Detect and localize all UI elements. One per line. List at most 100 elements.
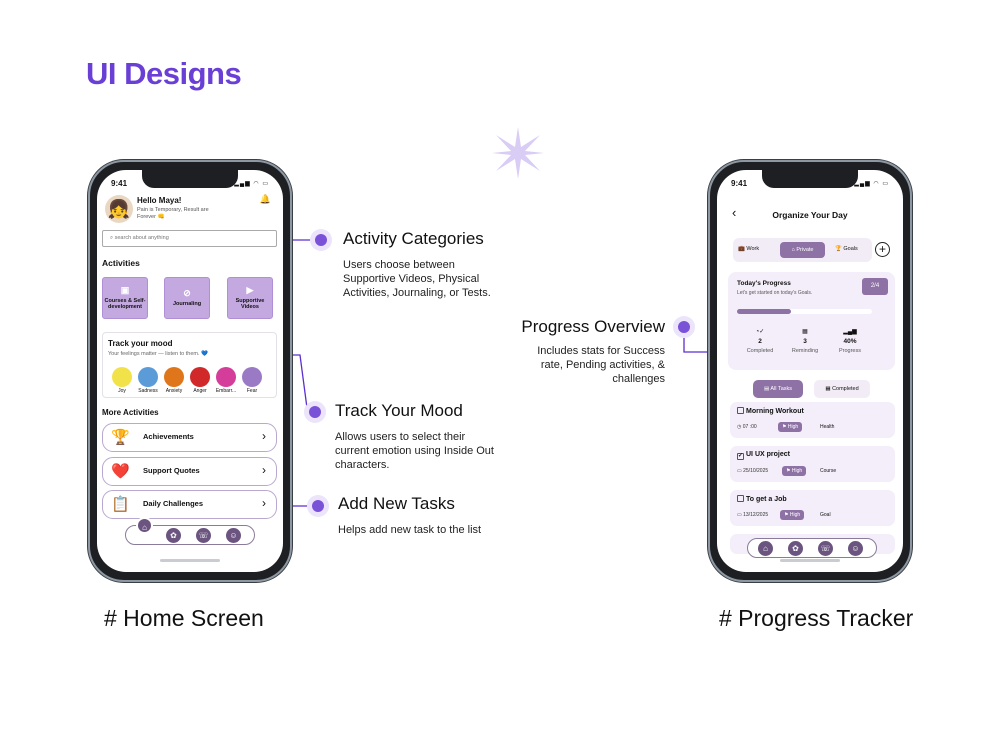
task-title: Morning Workout	[746, 408, 804, 415]
task-checkbox[interactable]	[737, 407, 744, 414]
task-title: UI UX project	[746, 451, 790, 458]
priority-label: High	[787, 424, 799, 430]
annotation-desc: Users choose between Supportive Videos, …	[343, 259, 491, 299]
nav-call-icon[interactable]: ☏	[818, 541, 833, 556]
stat-value: 3	[803, 338, 807, 345]
tab-work[interactable]: 💼 Work	[738, 246, 760, 252]
task-title: To get a Job	[746, 496, 787, 503]
tile-label: Journaling	[172, 301, 202, 308]
progress-subtitle: Let's get started on today's Goals.	[737, 290, 813, 296]
clock-icon: ◷	[737, 424, 742, 430]
task-meta: 07 :00	[742, 424, 757, 430]
home-screen: 9:41 ▂▄▆ ◠ ▭ 👧 Hello Maya! Pain is Tempo…	[97, 170, 283, 572]
annotation-title: Add New Tasks	[338, 494, 455, 513]
avatar[interactable]: 👧	[105, 195, 133, 223]
nav-call-icon[interactable]: ☏	[196, 528, 211, 543]
filter-label: All Tasks	[770, 386, 793, 392]
trophy-icon: 🏆	[111, 429, 130, 446]
mood-option[interactable]: Anger	[189, 367, 211, 394]
bottom-nav: ⌂ ✿ ☏ ☺	[747, 538, 877, 558]
annotation-desc: Includes stats for Success rate, Pending…	[537, 345, 665, 385]
tracker-screen: 9:41 ▂▄▆ ◠ ▭ ‹ Organize Your Day 💼 Work …	[717, 170, 903, 572]
greeting-subtitle: Pain is Temporary, Result are Forever 👊	[137, 207, 209, 221]
mood-option[interactable]: Embarr...	[215, 367, 237, 394]
tab-label: Private	[796, 247, 814, 253]
task-checkbox[interactable]: ✓	[737, 453, 744, 460]
bell-icon[interactable]: 🔔	[259, 194, 271, 204]
calendar-icon: ▭	[737, 512, 742, 518]
task-category: Course	[820, 468, 837, 474]
tile-journaling[interactable]: ⊘ Journaling	[164, 277, 210, 319]
nav-profile-icon[interactable]: ☺	[848, 541, 863, 556]
annotation-desc: Allows users to select their current emo…	[335, 431, 494, 471]
page-title: UI Designs	[86, 56, 242, 91]
task-meta: 13/12/2025	[743, 512, 769, 518]
character-avatar-icon	[164, 367, 184, 387]
progress-title: Today's Progress	[737, 280, 791, 287]
nav-home-icon[interactable]: ⌂	[136, 517, 153, 534]
tile-courses[interactable]: ▣Courses & Self-development	[102, 277, 148, 319]
search-placeholder: search about anything	[114, 235, 169, 241]
item-label: Achievements	[143, 432, 194, 441]
mood-option[interactable]: Sadness	[137, 367, 159, 394]
task-checkbox[interactable]	[737, 495, 744, 502]
screen-title: Organize Your Day	[772, 210, 848, 220]
tab-goals[interactable]: 🏆 Goals	[835, 246, 858, 252]
mood-card: Track your mood Your feelings matter — l…	[102, 332, 277, 398]
sparkle-icon	[492, 127, 544, 179]
item-daily-challenges[interactable]: 📋Daily Challenges›	[102, 490, 277, 519]
mood-label: Fear	[246, 388, 258, 394]
chevron-right-icon: ›	[262, 429, 266, 443]
annotation-dot	[673, 316, 695, 338]
stat-label: Progress	[838, 348, 861, 354]
priority-badge: ⚑ High	[780, 510, 805, 520]
item-support-quotes[interactable]: ❤️Support Quotes›	[102, 457, 277, 486]
priority-label: High	[789, 512, 801, 518]
mood-subtitle: Your feelings matter — listen to them. 💙	[108, 351, 208, 357]
annotation-dot	[304, 401, 326, 423]
progress-card: Today's Progress Let's get started on to…	[728, 272, 895, 370]
more-activities-heading: More Activities	[102, 408, 159, 417]
annotation-title: Activity Categories	[343, 229, 484, 248]
add-task-button[interactable]: +	[875, 242, 890, 257]
mood-option[interactable]: Anxiety	[163, 367, 185, 394]
mood-option[interactable]: Fear	[241, 367, 263, 394]
mood-option[interactable]: Joy	[111, 367, 133, 394]
annotation-dot	[307, 495, 329, 517]
tile-supportive-videos[interactable]: ▶Supportive Videos	[227, 277, 273, 319]
nav-profile-icon[interactable]: ☺	[226, 528, 241, 543]
item-achievements[interactable]: 🏆 Achievements ›	[102, 423, 277, 452]
progress-bar	[737, 309, 872, 314]
stat-label: Completed	[746, 348, 774, 354]
journal-icon: ⊘	[183, 288, 191, 299]
search-input[interactable]: ⌕ search about anything	[102, 230, 277, 247]
filter-completed[interactable]: ▦ Completed	[814, 380, 870, 398]
stat-value: 2	[758, 338, 762, 345]
stat-icon: ◔✓	[755, 329, 765, 335]
character-avatar-icon	[242, 367, 262, 387]
priority-badge: ⚑ High	[778, 422, 803, 432]
status-icons: ▂▄▆ ◠ ▭	[234, 181, 269, 187]
character-avatar-icon	[112, 367, 132, 387]
progress-bar-fill	[737, 309, 791, 314]
nav-home-icon[interactable]: ⌂	[758, 541, 773, 556]
filter-all-tasks[interactable]: ▤ All Tasks	[753, 380, 803, 398]
nav-community-icon[interactable]: ✿	[166, 528, 181, 543]
tab-private[interactable]: ⌂ Private	[780, 242, 825, 258]
annotation-desc: Helps add new task to the list	[338, 524, 482, 536]
checklist-icon: 📋	[111, 496, 130, 513]
video-icon: ▶	[246, 285, 254, 295]
chevron-right-icon: ›	[262, 496, 266, 510]
item-label: Support Quotes	[143, 466, 200, 475]
back-icon[interactable]: ‹	[732, 205, 737, 220]
nav-community-icon[interactable]: ✿	[788, 541, 803, 556]
annotation-dot	[310, 229, 332, 251]
